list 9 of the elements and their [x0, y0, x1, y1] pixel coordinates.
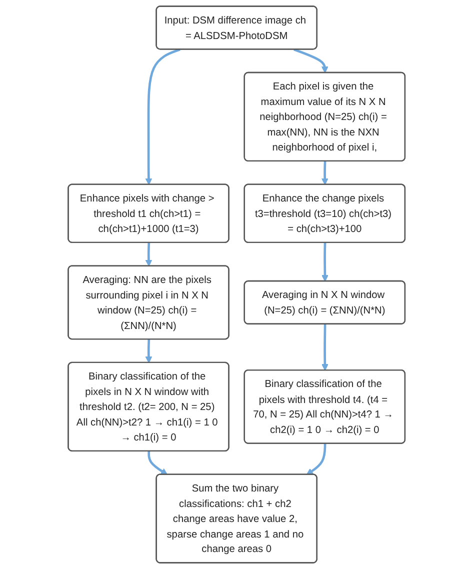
arrow — [322, 161, 329, 186]
arrow — [306, 444, 327, 475]
arrow — [146, 339, 153, 364]
arrow — [146, 48, 181, 186]
arrow — [322, 324, 329, 371]
arrow — [148, 451, 168, 475]
arrow — [322, 242, 329, 282]
arrow — [146, 242, 153, 266]
arrow — [294, 48, 329, 74]
